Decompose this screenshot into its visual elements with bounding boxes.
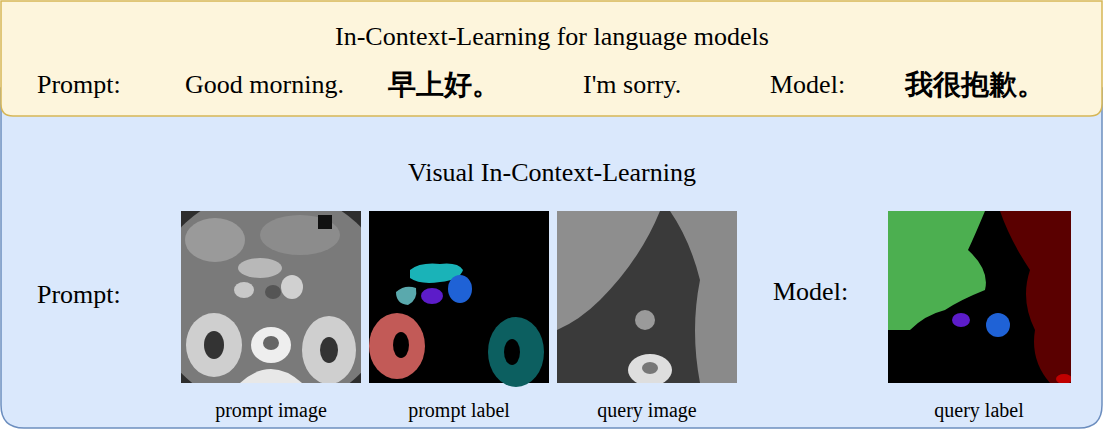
prompt-text: 我很抱歉。 [905, 69, 1045, 101]
image-box: query label [888, 211, 1071, 423]
image-caption: query image [597, 399, 696, 422]
prompt-text: I'm sorry. [583, 70, 681, 100]
panel-title: In-Context-Learning for language models [335, 22, 769, 52]
image-caption: query label [934, 399, 1023, 422]
prompt-text: Model: [773, 277, 848, 307]
image-caption: prompt image [215, 399, 327, 422]
language-panel [1, 1, 1102, 116]
visual-panel [1, 88, 1102, 428]
panel: Visual In-Context-Learning prompt image pr… [0, 116, 1103, 429]
image-caption: prompt label [408, 399, 510, 422]
prompt-text: Prompt: [37, 70, 121, 100]
ct-prompt-image [181, 211, 361, 383]
ct-query-image [557, 211, 737, 383]
prompt-text: Model: [770, 70, 845, 100]
panel-title: Visual In-Context-Learning [408, 158, 696, 188]
image-box: query image [557, 211, 737, 423]
prompt-text: Good morning. [185, 70, 344, 100]
image-box: prompt image [181, 211, 361, 423]
prompt-text: Prompt: [37, 280, 121, 310]
image-box: prompt label [369, 211, 549, 423]
prompt-text: 早上好。 [388, 69, 500, 101]
segmentation-prompt-label [369, 211, 549, 387]
segmentation-query-label [888, 211, 1071, 383]
